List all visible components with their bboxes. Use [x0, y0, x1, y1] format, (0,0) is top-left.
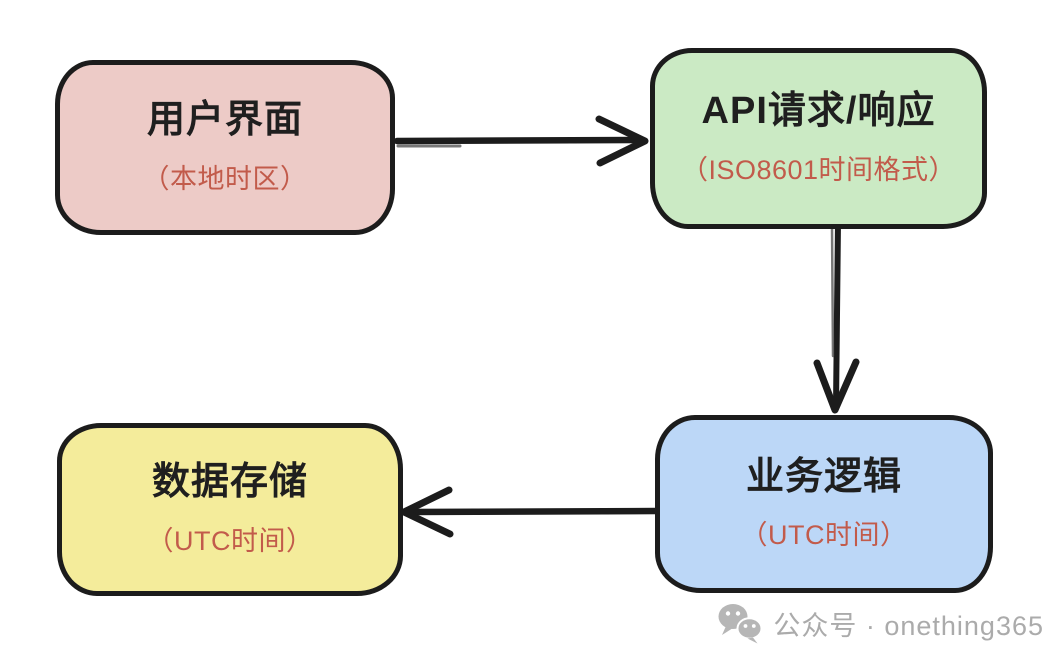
node-user-interface: 用户界面 （本地时区）	[55, 60, 395, 235]
arrow-user-interface-to-api	[393, 115, 649, 167]
node-user-interface-title: 用户界面	[146, 99, 303, 142]
watermark-text: 公众号 · onething365	[773, 611, 1044, 641]
node-api-request-response: API请求/响应 （ISO8601时间格式）	[650, 48, 987, 229]
arrow-api-to-business-logic	[813, 219, 860, 414]
wechat-icon	[718, 604, 763, 644]
node-user-interface-subtitle: （本地时区）	[142, 163, 308, 194]
arrow-business-logic-to-data-storage	[400, 486, 661, 538]
watermark: 公众号 · onething365	[717, 603, 1044, 644]
node-api-subtitle: （ISO8601时间格式）	[680, 154, 957, 185]
node-business-logic-title: 业务逻辑	[745, 455, 902, 498]
node-data-storage-title: 数据存储	[151, 461, 308, 504]
node-api-title: API请求/响应	[701, 90, 936, 133]
node-business-logic-subtitle: （UTC时间）	[740, 520, 908, 551]
node-data-storage-subtitle: （UTC时间）	[146, 525, 314, 556]
node-business-logic: 业务逻辑 （UTC时间）	[655, 415, 993, 593]
node-data-storage: 数据存储 （UTC时间）	[57, 423, 403, 596]
